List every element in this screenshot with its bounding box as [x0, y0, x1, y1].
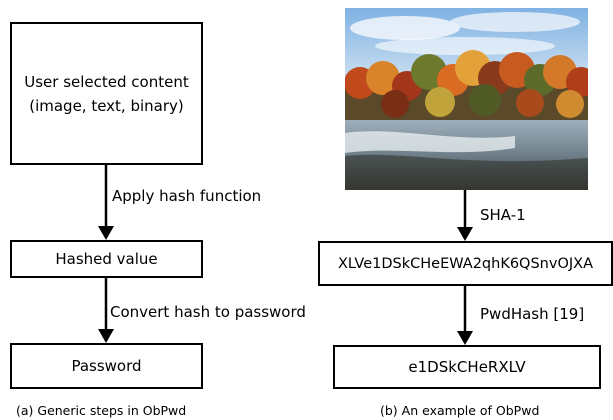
landscape-photo [345, 8, 588, 190]
hash-output-text: XLVe1DSkCHeEWA2qhK6QSnvOJXA [338, 255, 593, 272]
caption-left: (a) Generic steps in ObPwd [16, 403, 187, 418]
hashed-value-box: Hashed value [10, 240, 203, 278]
example-password-box: e1DSkCHeRXLV [333, 345, 601, 389]
password-box: Password [10, 343, 203, 389]
apply-hash-label: Apply hash function [112, 187, 262, 205]
user-content-line2: (image, text, binary) [29, 96, 184, 115]
example-password-text: e1DSkCHeRXLV [408, 358, 526, 376]
sha1-label: SHA-1 [480, 206, 526, 224]
hashed-value-text: Hashed value [55, 250, 158, 268]
convert-hash-label: Convert hash to password [110, 303, 306, 321]
user-content-line1: User selected content [24, 72, 189, 91]
hash-output-box: XLVe1DSkCHeEWA2qhK6QSnvOJXA [318, 241, 613, 286]
pwdhash-label: PwdHash [19] [480, 305, 585, 323]
arrowhead-4 [457, 331, 473, 345]
arrowhead-1 [98, 226, 114, 240]
user-content-box: User selected content (image, text, bina… [10, 22, 203, 165]
arrowhead-3 [457, 227, 473, 241]
arrowhead-2 [98, 329, 114, 343]
password-text: Password [71, 357, 142, 375]
caption-right: (b) An example of ObPwd [380, 403, 540, 418]
